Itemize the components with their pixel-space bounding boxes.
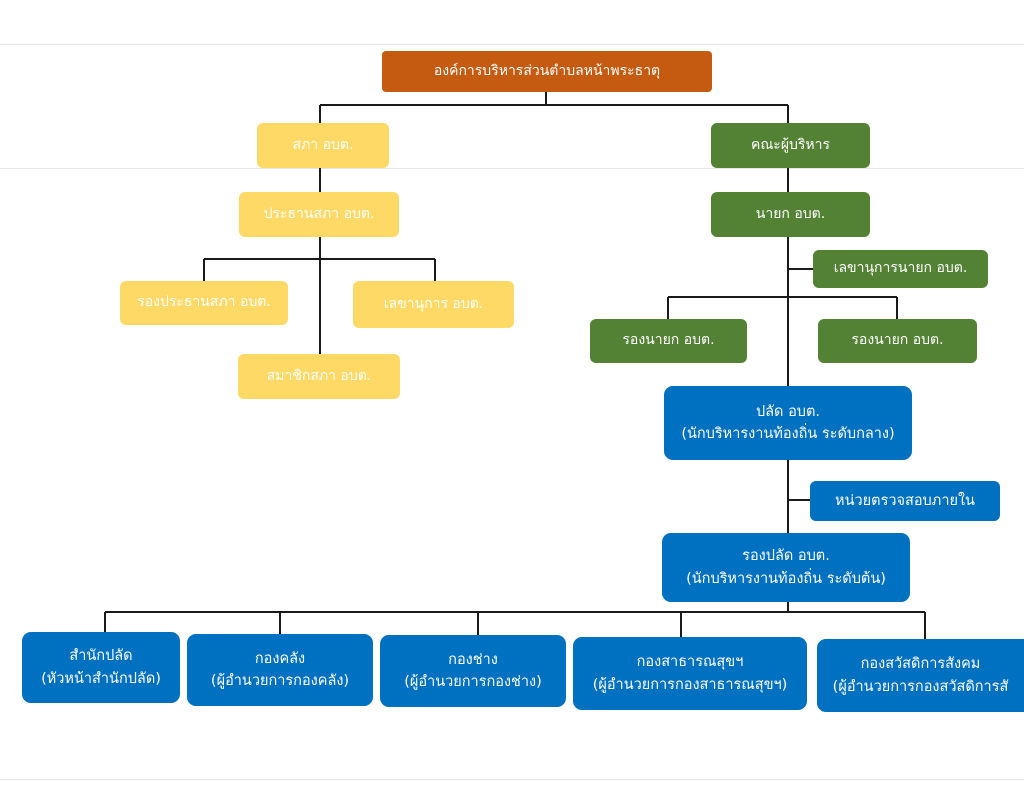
executive-box: คณะผู้บริหาร xyxy=(711,123,870,168)
deputy-mayor-left-box: รองนายก อบต. xyxy=(590,319,747,363)
deputy-palad-title: รองปลัด อบต. xyxy=(742,548,830,565)
executive-label: คณะผู้บริหาร xyxy=(750,136,831,153)
deputy-palad-level: (นักบริหารงานท้องถิ่น ระดับต้น) xyxy=(686,570,886,587)
council-box: สภา อบต. xyxy=(257,123,389,168)
mayor-box: นายก อบต. xyxy=(711,192,870,237)
audit-box: หน่วยตรวจสอบภายใน xyxy=(810,481,1000,521)
department-box: กองสวัสดิการสังคม (ผู้อำนวยการกองสวัสดิก… xyxy=(817,639,1024,712)
org-top-label: องค์การบริหารส่วนตำบลหน้าพระธาตุ xyxy=(433,62,661,79)
palad-box: ปลัด อบต. (นักบริหารงานท้องถิ่น ระดับกลา… xyxy=(664,386,912,460)
department-head: (ผู้อำนวยการกองสาธารณสุขฯ) xyxy=(592,676,788,693)
council-member-label: สมาชิกสภา อบต. xyxy=(266,367,372,384)
department-name: กองคลัง xyxy=(254,650,306,667)
deputy-palad-box: รองปลัด อบต. (นักบริหารงานท้องถิ่น ระดับ… xyxy=(662,533,910,602)
palad-level: (นักบริหารงานท้องถิ่น ระดับกลาง) xyxy=(681,426,895,442)
council-chair-label: ประธานสภา อบต. xyxy=(263,205,375,222)
deputy-mayor-left-label: รองนายก อบต. xyxy=(622,332,715,349)
scan-rule-top xyxy=(0,44,1024,45)
council-vice-chair-box: รองประธานสภา อบต. xyxy=(120,281,288,325)
department-head: (ผู้อำนวยการกองสวัสดิการสั xyxy=(832,678,1009,695)
deputy-mayor-right-label: รองนายก อบต. xyxy=(851,332,944,349)
council-secretary-box: เลขานุการ อบต. xyxy=(353,281,514,328)
deputy-mayor-right-box: รองนายก อบต. xyxy=(818,319,977,363)
department-name: กองสวัสดิการสังคม xyxy=(860,656,981,673)
mayor-secretary-box: เลขานุการนายก อบต. xyxy=(813,250,988,288)
scan-rule-bottom xyxy=(0,779,1024,780)
department-box: กองสาธารณสุขฯ (ผู้อำนวยการกองสาธารณสุขฯ) xyxy=(573,637,807,710)
department-name: กองช่าง xyxy=(448,651,498,668)
department-name: กองสาธารณสุขฯ xyxy=(636,654,744,671)
council-secretary-label: เลขานุการ อบต. xyxy=(383,295,484,312)
department-head: (ผู้อำนวยการกองคลัง) xyxy=(210,673,350,689)
audit-label: หน่วยตรวจสอบภายใน xyxy=(835,492,975,509)
scan-rule-upper xyxy=(0,168,1024,169)
council-member-box: สมาชิกสภา อบต. xyxy=(238,354,400,399)
department-box: สำนักปลัด (หัวหน้าสำนักปลัด) xyxy=(22,632,180,703)
council-vice-chair-label: รองประธานสภา อบต. xyxy=(137,294,271,311)
org-top-box: องค์การบริหารส่วนตำบลหน้าพระธาตุ xyxy=(382,51,712,92)
department-box: กองช่าง (ผู้อำนวยการกองช่าง) xyxy=(380,635,566,707)
palad-title: ปลัด อบต. xyxy=(755,403,821,420)
department-box: กองคลัง (ผู้อำนวยการกองคลัง) xyxy=(187,634,373,706)
council-chair-box: ประธานสภา อบต. xyxy=(239,192,399,237)
mayor-secretary-label: เลขานุการนายก อบต. xyxy=(833,260,968,277)
mayor-label: นายก อบต. xyxy=(755,205,826,222)
department-name: สำนักปลัด xyxy=(69,648,133,665)
department-head: (หัวหน้าสำนักปลัด) xyxy=(41,670,161,687)
department-head: (ผู้อำนวยการกองช่าง) xyxy=(404,674,542,690)
council-label: สภา อบต. xyxy=(292,136,354,153)
